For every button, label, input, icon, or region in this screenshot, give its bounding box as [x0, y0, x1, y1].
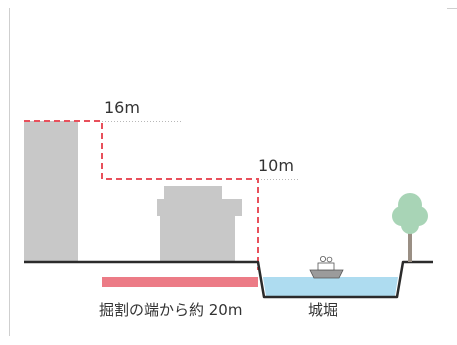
moat-label: 城堀 — [308, 301, 338, 319]
tall-building — [24, 121, 78, 262]
mid-building-body — [157, 199, 242, 216]
boat-icon — [309, 255, 344, 279]
mid-building-base — [160, 216, 235, 262]
mid-building — [157, 186, 242, 262]
moat-water — [263, 277, 398, 296]
setback-distance-label: 掘割の端から約 20m — [99, 301, 242, 319]
height-label-16m: 16m — [104, 98, 140, 117]
tree-icon — [392, 193, 428, 262]
mid-building-top — [164, 186, 222, 199]
height-limit-line — [24, 120, 259, 270]
height-label-10m: 10m — [258, 156, 294, 175]
setback-range-bar — [102, 277, 258, 287]
